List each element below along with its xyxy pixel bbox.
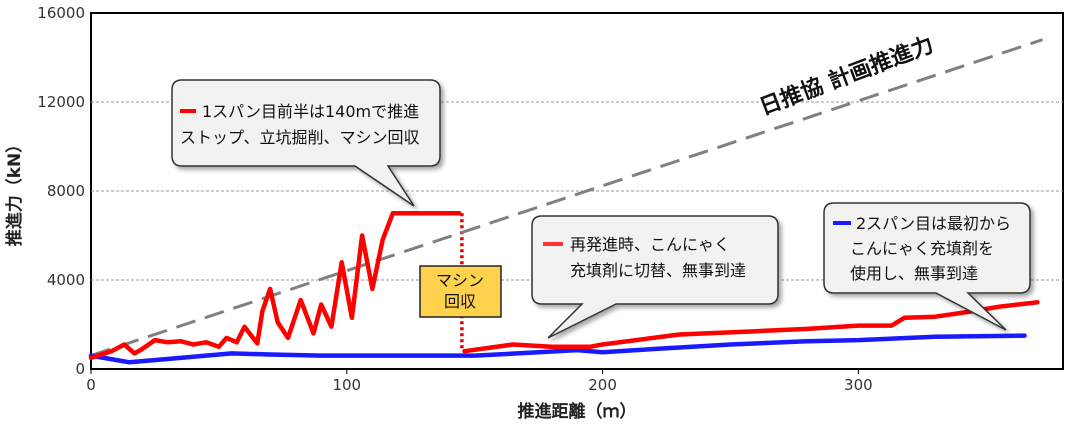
series-layer [88, 38, 1043, 365]
y-tick-label: 12000 [37, 93, 85, 111]
x-tick-label: 300 [844, 376, 873, 394]
x-axis-ticks: 0 100 200 300 [86, 369, 873, 394]
y-tick-label: 0 [75, 360, 85, 378]
callout-span2-line-3: 使用し、無事到達 [850, 264, 978, 283]
y-axis-title: 推進力（kN） [4, 136, 25, 247]
callout-restart-line-1: 再発進時、こんにゃく [570, 235, 730, 254]
x-tick-label: 200 [588, 376, 617, 394]
callout-span2-line-1: 2スパン目は最初から [856, 214, 1011, 233]
y-axis-ticks: 0 4000 8000 12000 16000 [37, 4, 85, 378]
series-line-plan [90, 38, 1043, 358]
series-line-span1 [88, 211, 462, 361]
machine-recovery-line-1: マシン [436, 271, 484, 290]
x-axis-title: 推進距離（ｍ） [518, 401, 637, 422]
y-tick-label: 4000 [47, 271, 85, 289]
machine-recovery-line-2: 回収 [444, 292, 476, 311]
callout-span1-line-1: 1スパン目前半は140mで推進 [202, 102, 419, 121]
machine-recovery-box: マシン 回収 [419, 265, 502, 318]
x-tick-label: 0 [86, 376, 96, 394]
callout-restart [531, 215, 779, 339]
callout-span2-line-2: こんにゃく充填剤を [850, 239, 994, 258]
series-line-span1_restart [462, 300, 1040, 354]
y-tick-label: 8000 [47, 182, 85, 200]
callout-restart-line-2: 充填剤に切替、無事到達 [570, 261, 746, 280]
series-line-span2 [88, 333, 1027, 365]
y-tick-label: 16000 [37, 4, 85, 22]
callout-span1-line-2: ストップ、立坑掘削、マシン回収 [180, 128, 420, 147]
callout-span2 [823, 202, 1031, 331]
x-tick-label: 100 [332, 376, 361, 394]
callout-span1 [171, 79, 441, 207]
